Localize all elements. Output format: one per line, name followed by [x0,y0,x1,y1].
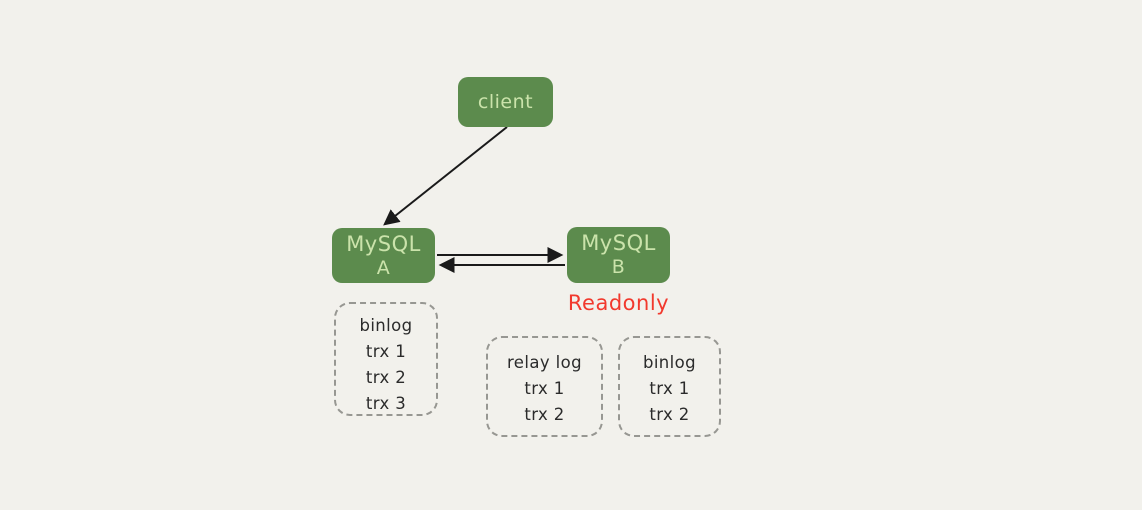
log-entry: trx 2 [524,405,565,424]
log-entry: trx 3 [365,394,407,413]
node-mysql-a: MySQL A [332,228,435,283]
logbox-binlog-a: binlog trx 1 trx 2 trx 3 [334,302,438,416]
logbox-relay-log-b-title: relay log [506,353,583,372]
logbox-binlog-a-title: binlog [359,316,413,335]
readonly-label: Readonly [567,291,670,315]
node-client-label: client [477,91,534,113]
node-mysql-b: MySQL B [567,227,670,283]
node-mysql-a-suffix: A [376,256,391,279]
logbox-binlog-b-title: binlog [642,353,697,372]
node-mysql-b-name: MySQL [581,231,656,255]
log-entry: trx 1 [365,342,407,361]
arrow-client-to-mysql-a [383,126,508,226]
logbox-binlog-b: binlog trx 1 trx 2 [618,336,721,437]
log-entry: trx 2 [365,368,407,387]
log-entry: trx 2 [649,405,690,424]
log-entry: trx 1 [524,379,565,398]
node-client: client [458,77,553,127]
node-mysql-a-name: MySQL [346,231,421,256]
node-mysql-b-suffix: B [611,256,626,278]
logbox-relay-log-b: relay log trx 1 trx 2 [486,336,603,437]
log-entry: trx 1 [649,379,690,398]
